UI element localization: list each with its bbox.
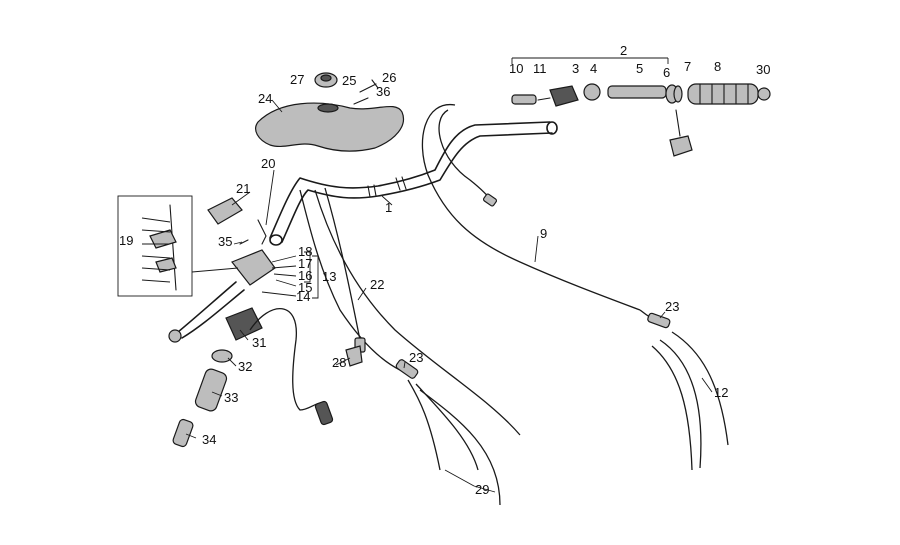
- part-label: 32: [238, 359, 252, 374]
- part-label: 14: [296, 289, 310, 304]
- fairing-cover: [255, 102, 404, 152]
- inset-detail-19: [117, 195, 239, 297]
- part-label: 31: [252, 335, 266, 350]
- part-label: 1: [385, 200, 392, 215]
- part-label: 5: [636, 61, 643, 76]
- part-label: 6: [663, 65, 670, 80]
- part-label: 18: [298, 244, 312, 259]
- part-label: 23: [409, 350, 423, 365]
- part-label: 4: [590, 61, 597, 76]
- part-label: 20: [261, 156, 275, 171]
- part-label: 7: [684, 59, 691, 74]
- part-label: 10: [509, 61, 523, 76]
- part-label: 9: [540, 226, 547, 241]
- part-label: 23: [665, 299, 679, 314]
- part-label: 19: [119, 233, 133, 248]
- part-label: 22: [370, 277, 384, 292]
- part-label: 3: [572, 61, 579, 76]
- left-controls: [168, 197, 363, 448]
- part-label: 12: [714, 385, 728, 400]
- part-label: 36: [376, 84, 390, 99]
- leader-lines: [185, 99, 713, 493]
- part-label: 27: [290, 72, 304, 87]
- part-label: 8: [714, 59, 721, 74]
- part-label: 26: [382, 70, 396, 85]
- part-label: 28: [332, 355, 346, 370]
- part-label: 33: [224, 390, 238, 405]
- left-cables: [299, 187, 521, 506]
- part-label: 2: [620, 43, 627, 58]
- throttle-assembly: [511, 57, 771, 157]
- part-label: 24: [258, 91, 272, 106]
- part-label: 13: [322, 269, 336, 284]
- part-label: 16: [298, 268, 312, 283]
- part-label: 34: [202, 432, 216, 447]
- part-label: 35: [218, 234, 232, 249]
- bracket-17-15: [304, 251, 311, 283]
- bracket-13: [312, 255, 319, 299]
- part-label: 21: [236, 181, 250, 196]
- right-cables: [421, 104, 729, 471]
- part-label: 17: [298, 256, 312, 271]
- part-label: 30: [756, 62, 770, 77]
- part-label: 29: [475, 482, 489, 497]
- part-label: 15: [298, 280, 312, 295]
- cap-and-screws: [314, 72, 379, 105]
- part-label: 11: [533, 61, 547, 76]
- part-label: 25: [342, 73, 356, 88]
